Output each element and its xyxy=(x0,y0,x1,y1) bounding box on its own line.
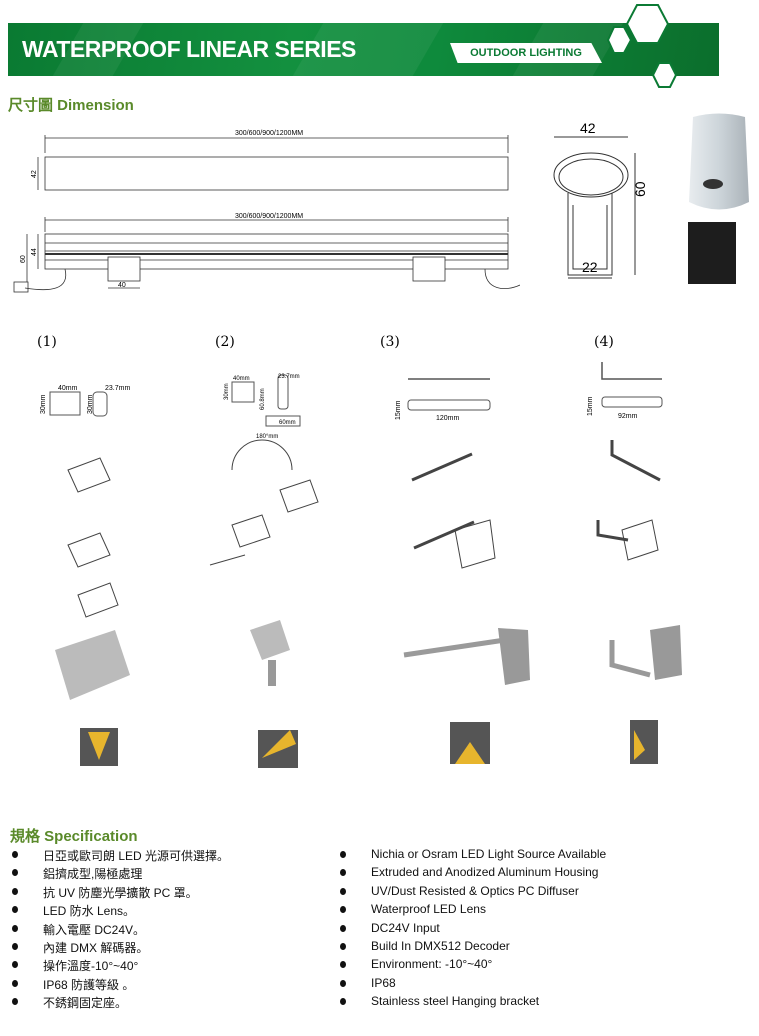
dim-label: 92mm xyxy=(618,413,638,420)
product-photo-profile xyxy=(688,113,749,284)
spec-item: 操作溫度-10°~40° xyxy=(10,957,229,975)
dim-label: 15mm xyxy=(395,400,402,420)
dim-label: 23.7mm xyxy=(105,385,130,392)
dim-label: 60mm xyxy=(279,420,296,426)
spec-item: Stainless steel Hanging bracket xyxy=(338,994,606,1012)
spec-item: Extruded and Anodized Aluminum Housing xyxy=(338,865,606,883)
dim-label: 15mm xyxy=(587,396,594,416)
dim-label: 60.8mm xyxy=(260,388,266,410)
option-label: (4) xyxy=(594,334,614,350)
spec-item: 內建 DMX 解碼器。 xyxy=(10,939,229,957)
option-label: (3) xyxy=(380,334,400,350)
spec-item: 輸入電壓 DC24V。 xyxy=(10,921,229,939)
hexagon-decoration-icon xyxy=(606,4,678,88)
dim-label: 30mm xyxy=(40,394,47,414)
body-height-label: 44 xyxy=(31,248,38,256)
width-label: 42 xyxy=(31,170,38,178)
option-label: (2) xyxy=(215,334,235,350)
dimension-drawing: 300/600/900/1200MM 300/600/900/1200MM 42… xyxy=(13,130,520,293)
spec-item: 抗 UV 防塵光學擴散 PC 罩。 xyxy=(10,884,229,902)
spec-item: 日亞或歐司朗 LED 光源可供選擇。 xyxy=(10,847,229,865)
spec-item: 鋁擠成型,陽極處理 xyxy=(10,865,229,883)
dim-label: 120mm xyxy=(436,415,460,422)
spec-list-chinese: 日亞或歐司朗 LED 光源可供選擇。 鋁擠成型,陽極處理 抗 UV 防塵光學擴散… xyxy=(10,847,229,1013)
section-height-label: 60 xyxy=(632,181,648,197)
spec-item: IP68 xyxy=(338,976,606,994)
total-height-label: 60 xyxy=(20,255,27,263)
bracket-width-label: 40 xyxy=(118,282,126,289)
spec-item: UV/Dust Resisted & Optics PC Diffuser xyxy=(338,884,606,902)
spec-item: Waterproof LED Lens xyxy=(338,902,606,920)
mounting-option-3: (3) 120mm 15mm xyxy=(380,334,530,764)
spec-item: Nichia or Osram LED Light Source Availab… xyxy=(338,847,606,865)
spec-item: Build In DMX512 Decoder xyxy=(338,939,606,957)
dim-label: 40mm xyxy=(58,385,78,392)
dim-label: 180°mm xyxy=(256,434,278,440)
mounting-option-4: (4) 92mm 15mm xyxy=(587,334,682,764)
option-label: (1) xyxy=(37,334,57,350)
series-title: WATERPROOF LINEAR SERIES xyxy=(22,36,356,62)
spec-item: LED 防水 Lens。 xyxy=(10,902,229,920)
specification-heading: 規格 Specification xyxy=(10,828,138,845)
mounting-options: (1) 40mm 30mm 23.7mm 30mm (2) 40mm 30mm … xyxy=(0,330,759,780)
spec-item: IP68 防護等級 。 xyxy=(10,976,229,994)
cross-section-drawing: 42 60 22 xyxy=(553,120,648,279)
mounting-option-1: (1) 40mm 30mm 23.7mm 30mm xyxy=(37,334,130,766)
spec-item: DC24V Input xyxy=(338,921,606,939)
length-label-top: 300/600/900/1200MM xyxy=(235,130,303,137)
header-banner: WATERPROOF LINEAR SERIES xyxy=(8,23,719,76)
dim-label: 23.7mm xyxy=(278,374,300,380)
dim-label: 30mm xyxy=(224,383,230,400)
dimension-heading: 尺寸圖 Dimension xyxy=(8,97,134,114)
spec-item: Environment: -10°~40° xyxy=(338,957,606,975)
dim-label: 40mm xyxy=(233,376,250,382)
section-base-label: 22 xyxy=(582,259,598,275)
section-width-label: 42 xyxy=(580,120,596,136)
spec-list-english: Nichia or Osram LED Light Source Availab… xyxy=(338,847,606,1013)
spec-item: 不銹鋼固定座。 xyxy=(10,994,229,1012)
category-tag: OUTDOOR LIGHTING xyxy=(450,43,602,63)
length-label-side: 300/600/900/1200MM xyxy=(235,213,303,220)
dim-label: 30mm xyxy=(87,394,94,414)
mounting-option-2: (2) 40mm 30mm 23.7mm 60.8mm 60mm 180°mm xyxy=(209,334,319,768)
